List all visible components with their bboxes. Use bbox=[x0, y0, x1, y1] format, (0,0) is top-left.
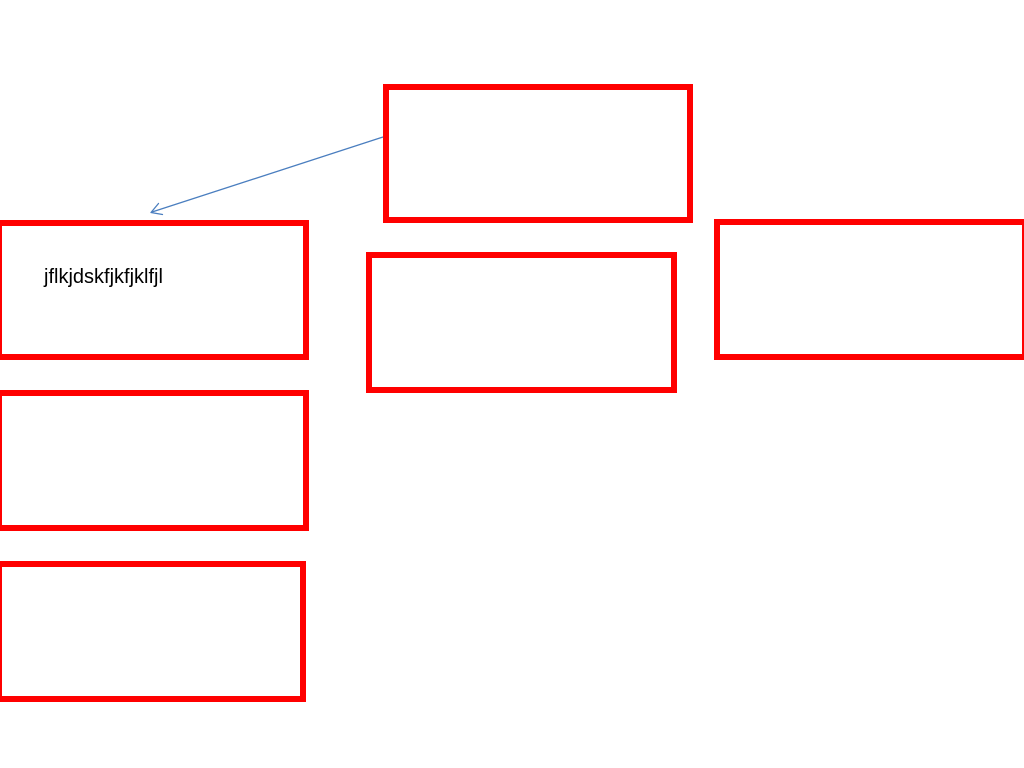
box-right-mid bbox=[714, 219, 1024, 360]
box-left-bottom bbox=[0, 561, 306, 702]
box-label: jflkjdskfjkfjklfjl bbox=[44, 266, 163, 288]
arrowhead-icon bbox=[150, 202, 164, 216]
box-left-top: jflkjdskfjkfjklfjl bbox=[0, 220, 309, 360]
box-top-center bbox=[383, 84, 693, 223]
box-center-mid bbox=[366, 252, 677, 393]
connector-line bbox=[151, 136, 384, 213]
box-left-middle bbox=[0, 390, 309, 531]
